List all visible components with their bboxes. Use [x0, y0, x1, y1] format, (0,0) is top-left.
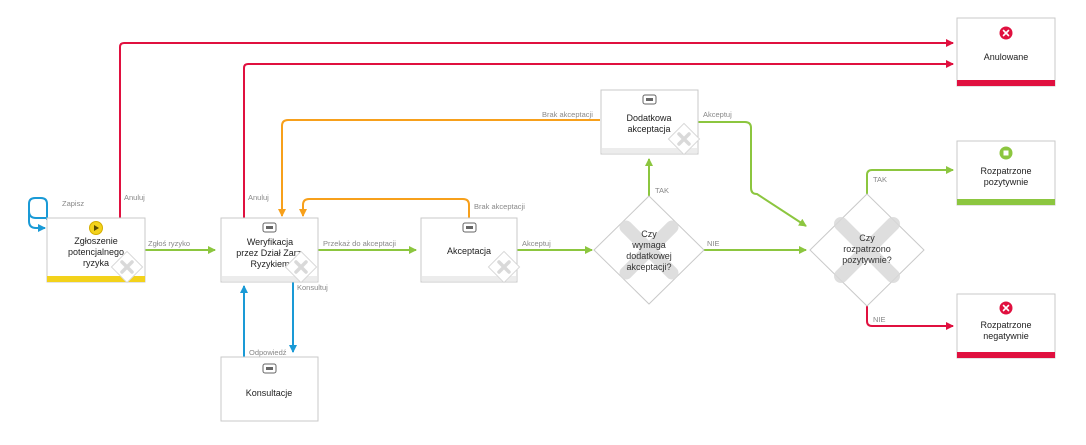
- label-brak2: Brak akceptacji: [474, 202, 525, 211]
- node-konsultacje-line-1: Konsultacje: [246, 388, 293, 398]
- label-przekaz: Przekaż do akceptacji: [323, 239, 396, 248]
- task-icon: [262, 363, 277, 374]
- remove-icon[interactable]: [284, 250, 318, 284]
- node-dodatkowa-line-1: Dodatkowa: [626, 113, 671, 123]
- label-akceptuj2: Akceptuj: [703, 110, 732, 119]
- node-akceptacja[interactable]: Akceptacja: [420, 217, 521, 284]
- edge-brak-dodatkowa[interactable]: [278, 119, 600, 217]
- svg-text:Konsultacje: Konsultacje: [246, 388, 293, 398]
- gateway-dodatkowa-line-4: akceptacji?: [626, 262, 671, 272]
- gateway-pozytywnie-line-1: Czy: [859, 233, 875, 243]
- end-pozytywnie-line-1: Rozpatrzone: [980, 166, 1031, 176]
- label-zapisz: Zapisz: [62, 199, 84, 208]
- label-nie2: NIE: [873, 315, 886, 324]
- task-icon: [642, 94, 657, 105]
- node-start-line-3: ryzyka: [83, 258, 109, 268]
- edge-nie-negatywnie[interactable]: [866, 306, 954, 330]
- edge-anuluj-weryfikacja[interactable]: [243, 60, 954, 218]
- svg-text:Anulowane: Anulowane: [984, 52, 1029, 62]
- edge-zapisz[interactable]: [28, 197, 48, 220]
- label-odpowiedz: Odpowiedź: [249, 348, 287, 357]
- svg-text:Akceptacja: Akceptacja: [447, 246, 491, 256]
- node-weryfikacja-line-2: przez Dział Zarz.: [236, 248, 304, 258]
- end-pozytywnie-line-2: pozytywnie: [984, 177, 1029, 187]
- cancel-circle-icon: [999, 26, 1013, 40]
- node-weryfikacja-line-1: Weryfikacja: [247, 237, 293, 247]
- end-negatywnie-line-1: Rozpatrzone: [980, 320, 1031, 330]
- remove-icon[interactable]: [487, 250, 521, 284]
- cancel-circle-icon: [999, 301, 1013, 315]
- gateway-dodatkowa-line-3: dodatkowej: [626, 251, 672, 261]
- gateway-pozytywnie-line-3: pozytywnie?: [842, 255, 892, 265]
- end-anulowane[interactable]: Anulowane: [956, 17, 1056, 87]
- remove-icon[interactable]: [110, 250, 144, 284]
- remove-icon[interactable]: [667, 122, 701, 156]
- stop-circle-icon: [999, 146, 1013, 160]
- label-tak1: TAK: [655, 186, 669, 195]
- node-start-line-1: Zgłoszenie: [74, 236, 118, 246]
- edge-anuluj-start[interactable]: [119, 39, 954, 218]
- node-konsultacje[interactable]: Konsultacje: [220, 356, 319, 422]
- label-brak1: Brak akceptacji: [542, 110, 593, 119]
- gateway-dodatkowa-line-2: wymaga: [631, 240, 666, 250]
- end-negatywnie-line-2: negatywnie: [983, 331, 1029, 341]
- task-icon: [262, 222, 277, 233]
- label-nie1: NIE: [707, 239, 720, 248]
- gateway-dodatkowa-line-1: Czy: [641, 229, 657, 239]
- label-anuluj-weryfikacja: Anuluj: [248, 193, 269, 202]
- edge-akceptuj-gw2[interactable]: [698, 121, 807, 227]
- label-zglos: Zgłoś ryzyko: [148, 239, 190, 248]
- label-akceptuj1: Akceptuj: [522, 239, 551, 248]
- node-start-line-2: potencjalnego: [68, 247, 124, 257]
- edge-brak-akceptacja[interactable]: [299, 198, 470, 218]
- label-anuluj-start: Anuluj: [124, 193, 145, 202]
- node-akceptacja-line-1: Akceptacja: [447, 246, 491, 256]
- node-weryfikacja-line-3: Ryzykiem: [250, 259, 289, 269]
- node-dodatkowa-line-2: akceptacja: [627, 124, 670, 134]
- end-anulowane-line-1: Anulowane: [984, 52, 1029, 62]
- edge-tak-pozytywnie[interactable]: [866, 166, 954, 194]
- gateway-pozytywnie-line-2: rozpatrzono: [843, 244, 891, 254]
- label-konsultuj: Konsultuj: [297, 283, 328, 292]
- label-tak2: TAK: [873, 175, 887, 184]
- task-icon: [462, 222, 477, 233]
